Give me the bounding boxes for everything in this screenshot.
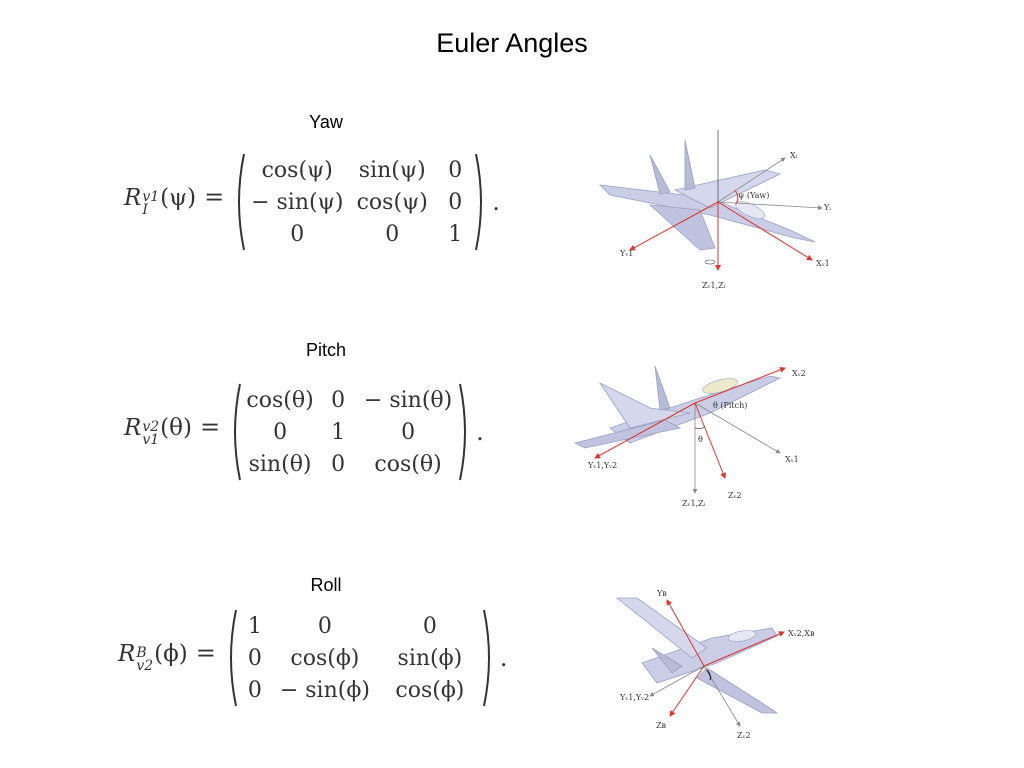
rotation-symbol: R [124,185,142,211]
rotation-symbol: R [124,415,142,441]
axis-label: Xᵢ [790,151,798,160]
matrix-cell: 0 [401,419,416,445]
subscript: I [142,202,148,218]
right-paren-icon [459,383,467,481]
matrix-cell: 0 [331,387,346,413]
axis-label: Yᵥ1,Yᵥ2 [619,693,649,702]
period: . [499,644,508,672]
matrix-cell: cos(ϕ) [395,677,465,703]
aircraft-icon [598,139,816,251]
matrix-cell: 0 [247,645,262,671]
matrix-cell: 1 [448,221,463,247]
right-paren-icon [482,609,490,707]
pitch-matrix: cos(θ) 0 − sin(θ) 0 1 0 sin(θ) 0 cos(θ) [228,382,472,482]
roll-matrix: 1 0 0 0 cos(ϕ) sin(ϕ) 0 − sin(ϕ) cos(ϕ) [224,608,496,708]
axis-label: Yᵥ1,Yᵥ2 [587,461,617,470]
subscript: v2 [136,658,154,674]
matrix-cell: 0 [273,419,288,445]
axis-label: Zᵥ1,Zᵢ [682,499,706,508]
matrix-cell: sin(θ) [248,451,312,477]
pitch-label: Pitch [305,340,347,360]
axis-label: Zᵥ2 [728,491,742,500]
matrix-cell: 0 [290,221,305,247]
matrix-cell: 0 [385,221,400,247]
matrix-cell: cos(θ) [246,387,314,413]
yaw-label: Yaw [309,112,343,132]
superscript: v1 [142,189,160,205]
left-paren-icon [229,609,237,707]
equals-sign: = [204,183,225,211]
matrix-cell: 0 [448,189,463,215]
matrix-cell: cos(ψ) [261,157,333,183]
period: . [476,418,484,446]
matrix-cell: cos(ϕ) [290,645,360,671]
superscript: v2 [142,419,160,435]
pitch-aircraft-diagram: Xᵥ2 θ (Pitch) θ Xᵥ1 Yᵥ1,Yᵥ2 Zᵥ1,Zᵢ Zᵥ2 [570,358,820,518]
matrix-cell: 0 [422,613,437,639]
axis-label: Xᵥ2 [792,369,806,378]
rotation-arrow-icon [704,259,716,265]
roll-aircraft-diagram: Yʙ Xᵥ2,Xʙ Yᵥ1,Yᵥ2 Zʙ Zᵥ2 [612,588,842,743]
axis-label: Xᵥ1 [816,259,830,268]
equals-sign: = [195,639,216,667]
roll-label: Roll [310,575,342,595]
left-paren-icon [238,153,246,251]
axis-label: Xᵥ2,Xʙ [788,629,815,638]
matrix-cell: − sin(ψ) [251,189,344,215]
matrix-cell: − sin(θ) [363,387,453,413]
aircraft-icon [615,597,779,714]
matrix-cell: 1 [247,613,262,639]
axis-label: Yᵥ1 [619,249,633,258]
axis-label: Yᵢ [823,203,831,212]
yaw-aircraft-diagram: Xᵢ ψ (Yaw) Yᵢ Yᵥ1 Xᵥ1 Zᵥ1,Zᵢ [590,130,870,295]
slide-title: Euler Angles [436,28,588,58]
angle-label: ψ (Yaw) [738,191,769,200]
matrix-cell: 1 [331,419,346,445]
period: . [492,188,500,216]
axis-label: Yʙ [656,589,667,598]
right-paren-icon [475,153,483,251]
angle-argument: (ψ) [160,185,197,211]
superscript: B [136,645,147,661]
matrix-cell: cos(θ) [374,451,442,477]
axis-label: Zᵥ1,Zᵢ [702,281,726,290]
angle-label: θ [698,435,703,444]
angle-argument: (θ) [160,415,192,441]
matrix-cell: cos(ψ) [356,189,428,215]
yaw-matrix: cos(ψ) sin(ψ) 0 − sin(ψ) cos(ψ) 0 0 0 1 [232,152,488,252]
matrix-cell: 0 [448,157,463,183]
angle-label: θ (Pitch) [713,401,747,410]
aircraft-icon [573,365,782,449]
matrix-cell: 0 [317,613,332,639]
equals-sign: = [199,413,221,441]
axis-label: Xᵥ1 [785,455,799,464]
angle-argument: (ϕ) [154,641,188,667]
matrix-cell: sin(ψ) [358,157,426,183]
matrix-cell: 0 [247,677,262,703]
matrix-cell: − sin(ϕ) [279,677,370,703]
matrix-cell: 0 [331,451,346,477]
subscript: v1 [142,432,160,448]
left-paren-icon [234,383,242,481]
rotation-symbol: R [118,641,136,667]
axis-label: Zʙ [656,721,667,730]
matrix-cell: sin(ϕ) [397,645,463,671]
axis-label: Zᵥ2 [737,731,751,740]
